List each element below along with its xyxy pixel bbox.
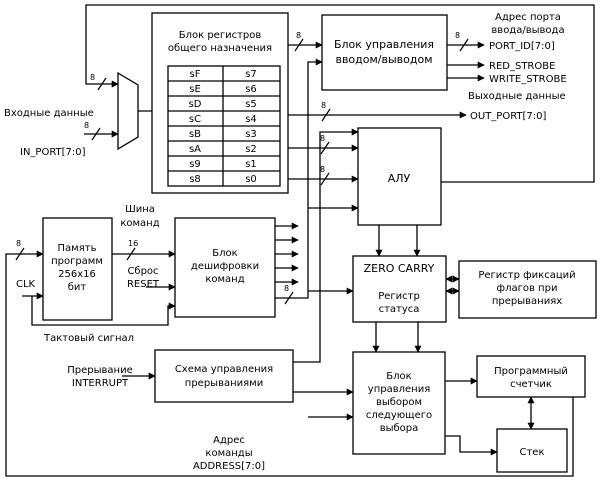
label-reset-2: RESET	[127, 279, 160, 290]
program-memory-title-4: бит	[68, 282, 87, 293]
label-clk: CLK	[16, 279, 36, 290]
stack-title: Стек	[520, 447, 545, 458]
program-memory-title-2: программ	[51, 256, 103, 267]
status-flags: ZERO CARRY	[364, 262, 435, 275]
interrupt-flags-title-1: Регистр фиксаций	[478, 270, 575, 281]
bus-width-port-id: 8	[455, 31, 460, 40]
bus-width-feedback: 8	[90, 73, 95, 82]
label-write-strobe: WRITE_STROBE	[489, 74, 567, 85]
program-counter-block: Программный счетчик	[476, 355, 586, 398]
label-clock-signal: Тактовый сигнал	[43, 333, 134, 344]
wire-clock-signal	[31, 296, 176, 326]
status-title-1: Регистр	[378, 291, 420, 302]
next-select-title-4: следующего	[366, 410, 432, 421]
bus-width-in-port: 8	[84, 121, 89, 130]
interrupt-control-block: Схема управления прерываниями	[154, 349, 294, 403]
register-file-title-1: Блок регистров	[179, 30, 262, 41]
label-red-strobe: RED_STROBE	[489, 61, 555, 72]
register-cell: s5	[245, 99, 257, 110]
wire-next-to-stack	[445, 435, 498, 456]
bus-width-labels: 8 8 8 8 8 8 16 8 8 8	[16, 31, 460, 293]
decoder-title-2: дешифровки	[191, 261, 259, 272]
label-output-data: Выходные данные	[468, 91, 566, 102]
interrupt-control-title-2: прерываниями	[185, 378, 263, 389]
next-select-title-1: Блок	[386, 371, 411, 382]
alu-block: АЛУ	[357, 127, 442, 226]
register-cell: s9	[189, 159, 201, 170]
label-cmd-bus-2: команд	[120, 218, 159, 229]
bus-width-cmd: 16	[128, 239, 138, 248]
bus-width-out-port: 8	[321, 101, 326, 110]
label-out-port: OUT_PORT[7:0]	[470, 111, 547, 122]
register-file-title-2: общего назначения	[168, 43, 272, 54]
decoder-title-1: Блок	[212, 248, 237, 259]
label-port-address-2: ввода/вывода	[491, 25, 564, 36]
label-cmd-bus-1: Шина	[125, 204, 155, 215]
next-select-title-5: выбора	[380, 423, 419, 434]
label-input-data: Входные данные	[4, 108, 94, 119]
bus-width-alu-b: 8	[320, 165, 325, 174]
register-cell: s6	[245, 84, 257, 95]
io-control-block: Блок управления вводом/выводом	[321, 14, 448, 91]
label-in-port: IN_PORT[7:0]	[20, 147, 86, 158]
program-counter-title-1: Программный	[494, 366, 568, 377]
interrupt-flags-title-3: прерываниях	[492, 296, 562, 307]
register-cell: s2	[245, 144, 257, 155]
decoder-block: Блок дешифровки команд	[174, 217, 276, 318]
wires	[5, 4, 595, 477]
wire-address-feedback	[5, 250, 574, 477]
status-register-block: ZERO CARRY Регистр статуса	[352, 255, 447, 323]
register-cell: s7	[245, 69, 257, 80]
io-control-title-1: Блок управления	[334, 38, 434, 51]
interrupt-control-title-1: Схема управления	[175, 364, 273, 375]
bus-width-address: 8	[16, 239, 21, 248]
register-cell: s1	[245, 159, 257, 170]
decoder-title-3: команд	[205, 274, 244, 285]
next-select-title-3: выбором	[376, 397, 422, 408]
input-multiplexer	[117, 71, 139, 151]
bus-width-alu: 8	[320, 134, 325, 143]
register-cell: sD	[189, 99, 202, 110]
register-cell: sF	[190, 69, 201, 80]
register-cell: s8	[189, 174, 201, 185]
external-labels: Адрес порта ввода/вывода PORT_ID[7:0] RE…	[4, 12, 567, 472]
label-port-id: PORT_ID[7:0]	[489, 41, 555, 52]
label-address-3: ADDRESS[7:0]	[193, 461, 265, 472]
bus-slashes	[15, 38, 469, 305]
bus-width-control: 8	[284, 284, 289, 293]
interrupt-flags-title-2: флагов при	[497, 283, 558, 294]
register-rows: sF s7 sE s6 sD s5 sC s4 sB s3 sA s2 s9 s1 s8 s0	[168, 69, 280, 185]
label-address-1: Адрес	[213, 435, 245, 446]
register-cell: s3	[245, 129, 257, 140]
register-cell: s4	[245, 114, 257, 125]
program-memory-title-3: 256x16	[58, 269, 96, 280]
program-memory-block: Память программ 256x16 бит	[42, 217, 113, 321]
wire-intctl-up	[293, 128, 359, 363]
register-cell: sB	[189, 129, 201, 140]
next-select-title-2: управления	[368, 384, 430, 395]
label-interrupt-1: Прерывание	[67, 365, 132, 376]
program-memory-title-1: Память	[58, 243, 97, 254]
wire-control-bus	[275, 58, 323, 299]
next-select-block: Блок управления выбором следующего выбор…	[352, 351, 446, 455]
wire-alu-feedback	[85, 4, 595, 183]
register-cell: s0	[245, 174, 257, 185]
program-counter-title-2: счетчик	[510, 379, 552, 390]
alu-title: АЛУ	[388, 172, 411, 185]
label-address-2: команды	[205, 448, 252, 459]
stack-block: Стек	[496, 428, 568, 473]
label-reset-1: Сброс	[127, 266, 158, 277]
io-control-title-2: вводом/выводом	[335, 53, 432, 66]
label-port-address-1: Адрес порта	[495, 12, 561, 23]
register-cell: sE	[189, 84, 201, 95]
register-cell: sA	[189, 144, 201, 155]
status-title-2: статуса	[379, 304, 420, 315]
interrupt-flags-block: Регистр фиксаций флагов при прерываниях	[458, 260, 597, 319]
label-interrupt-2: INTERRUPT	[72, 378, 129, 389]
bus-width-io: 8	[296, 31, 301, 40]
register-cell: sC	[189, 114, 201, 125]
